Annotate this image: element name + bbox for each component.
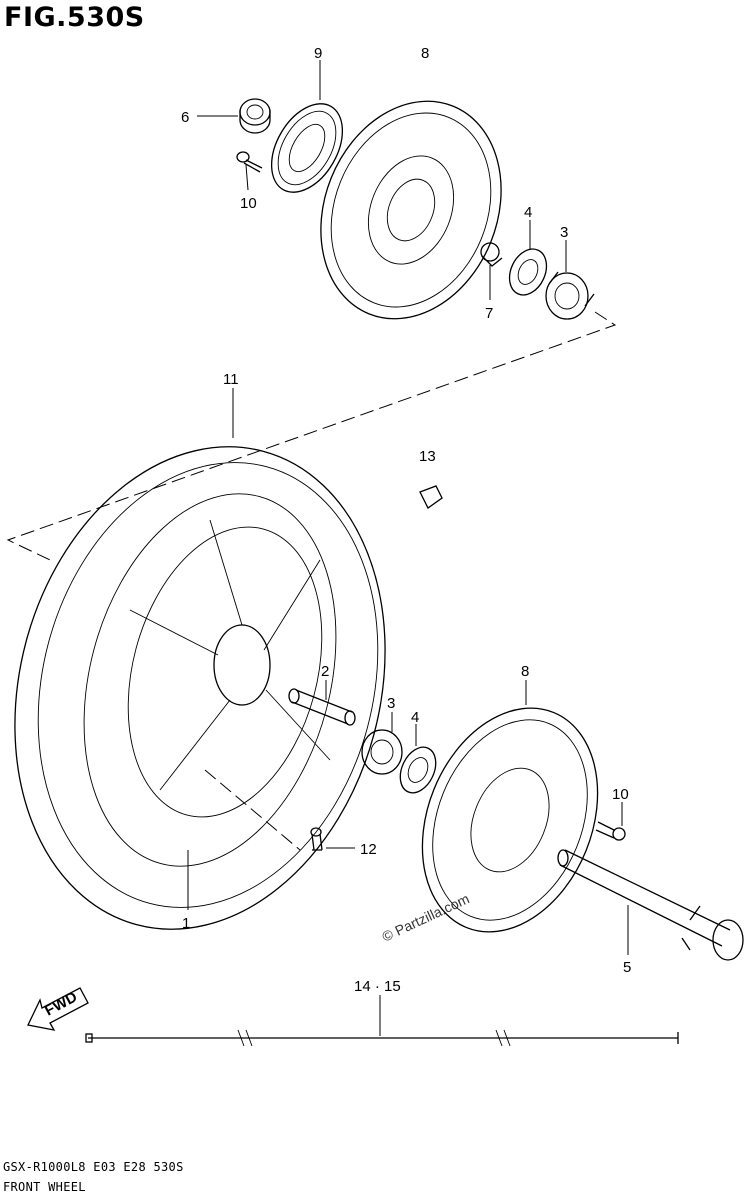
callout-8-lower: 8 bbox=[521, 663, 529, 680]
callout-13: 13 bbox=[419, 448, 436, 465]
callout-8-upper: 8 bbox=[421, 45, 429, 62]
callout-4-lower: 4 bbox=[411, 709, 419, 726]
part-spacer-7[interactable] bbox=[480, 242, 503, 267]
part-bearing-3-upper[interactable] bbox=[545, 271, 595, 320]
callout-5: 5 bbox=[623, 959, 631, 976]
assembly-guide-line bbox=[6, 311, 617, 561]
part-bearing-3-lower[interactable] bbox=[361, 729, 403, 775]
part-valve-12[interactable] bbox=[310, 827, 323, 851]
part-brake-disc-8-lower[interactable] bbox=[391, 682, 630, 959]
part-bolt-10-upper[interactable] bbox=[236, 151, 263, 173]
part-axle-5[interactable] bbox=[557, 849, 744, 961]
callout-14-15: 14 · 15 bbox=[354, 978, 401, 995]
watermark: © Partzilla.com bbox=[380, 890, 472, 944]
callout-10-upper: 10 bbox=[240, 195, 257, 212]
part-oil-seal-4-lower[interactable] bbox=[393, 741, 442, 798]
callout-3-upper: 3 bbox=[560, 224, 568, 241]
part-cable-14-15[interactable] bbox=[85, 1029, 679, 1047]
model-line: GSX-R1000L8 E03 E28 530S bbox=[3, 1160, 184, 1174]
part-brake-disc-8-upper[interactable] bbox=[289, 74, 532, 346]
assembly-guide-line-lower bbox=[204, 769, 301, 851]
part-bolt-10-lower[interactable] bbox=[595, 821, 626, 841]
part-spacer-2[interactable] bbox=[288, 688, 356, 726]
callout-3-lower: 3 bbox=[387, 695, 395, 712]
callout-12: 12 bbox=[360, 841, 377, 858]
part-wheel-1[interactable] bbox=[45, 465, 375, 894]
callout-7: 7 bbox=[485, 305, 493, 322]
callout-2: 2 bbox=[321, 663, 329, 680]
fwd-arrow bbox=[27, 987, 89, 1031]
part-balancer-13[interactable] bbox=[419, 485, 443, 509]
part-tire-11[interactable] bbox=[0, 405, 437, 971]
callout-9: 9 bbox=[314, 45, 322, 62]
callout-4-upper: 4 bbox=[524, 204, 532, 221]
callout-1: 1 bbox=[182, 915, 190, 932]
fwd-label: FWD bbox=[42, 988, 80, 1019]
part-sensor-rotor-9[interactable] bbox=[257, 91, 357, 204]
callout-11: 11 bbox=[223, 371, 239, 388]
callout-10-lower: 10 bbox=[612, 786, 629, 803]
section-name: FRONT WHEEL bbox=[3, 1180, 86, 1194]
callout-6: 6 bbox=[181, 109, 189, 126]
part-collar-6[interactable] bbox=[239, 98, 271, 134]
part-oil-seal-4-upper[interactable] bbox=[502, 243, 553, 301]
figure-title: FIG.530S bbox=[4, 2, 145, 33]
callout-leader-lines bbox=[187, 60, 629, 1036]
